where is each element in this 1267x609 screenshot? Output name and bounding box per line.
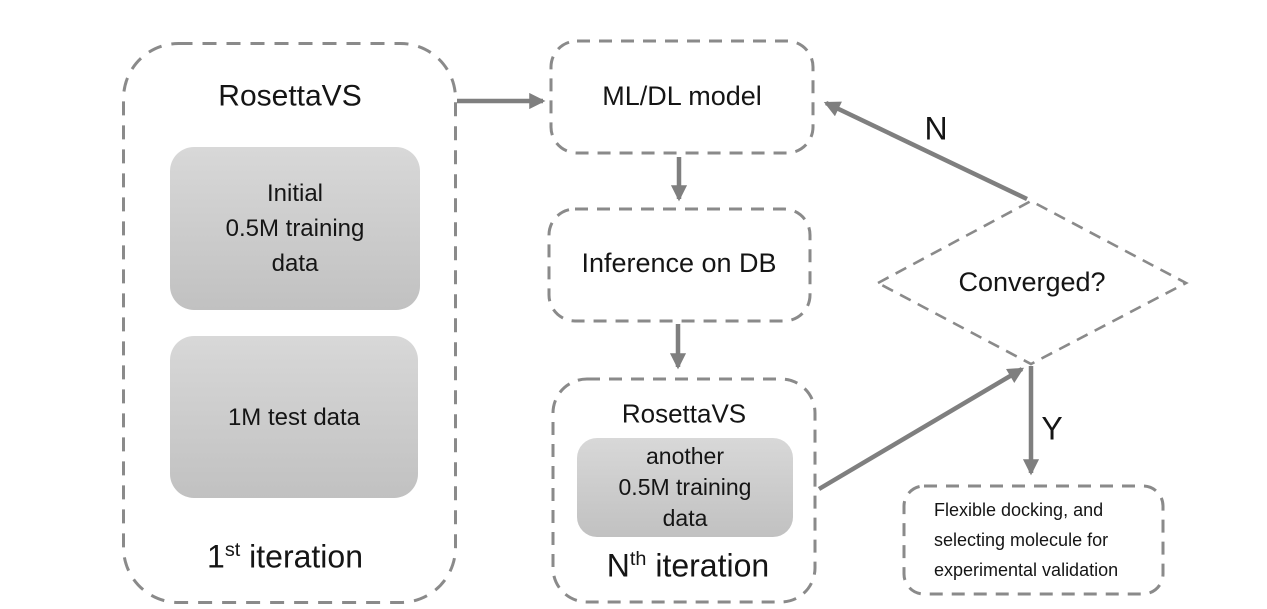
arrow-rosettavs-n-to-converged xyxy=(817,367,1025,491)
iteration1-label-base: 1 xyxy=(207,538,225,575)
final-line2: selecting molecule for xyxy=(934,530,1109,550)
iteration1-title: RosettaVS xyxy=(218,79,362,113)
initial-training-data-box: Initial 0.5M training data xyxy=(170,147,420,310)
iteration1-container-outline xyxy=(122,42,457,604)
iterationN-label-sup: th xyxy=(629,547,647,570)
iteration1-label-rest: iteration xyxy=(240,538,363,575)
test-data-line1: 1M test data xyxy=(227,403,361,431)
iterationN-label: Nth iteration xyxy=(607,548,769,583)
another-training-data-line1: another xyxy=(645,443,724,469)
decision-no-label: N xyxy=(924,110,948,147)
iterationN-label-base: N xyxy=(606,547,630,584)
arrow-converged-no-to-ml-model xyxy=(823,100,1028,202)
iterationN-title: RosettaVS xyxy=(621,398,747,429)
another-training-data-line3: data xyxy=(662,505,708,531)
initial-training-data-line1: Initial xyxy=(266,180,324,207)
final-box: Flexible docking, and selecting molecule… xyxy=(904,486,1163,594)
test-data-box: 1M test data xyxy=(170,336,418,498)
another-training-data-box: another 0.5M training data xyxy=(577,438,793,537)
final-line3: experimental validation xyxy=(934,560,1119,580)
decision-title: Converged? xyxy=(958,267,1106,298)
iteration1-label: 1st iteration xyxy=(207,539,363,574)
iteration1-label-sup: st xyxy=(224,538,241,561)
initial-training-data-line3: data xyxy=(271,250,319,277)
initial-training-data-line2: 0.5M training xyxy=(225,215,365,242)
ml-model-title: ML/DL model xyxy=(602,81,762,112)
iterationN-container-outline xyxy=(551,377,817,604)
decision-diamond-outline xyxy=(875,199,1189,366)
final-line1: Flexible docking, and xyxy=(934,500,1104,520)
inference-title: Inference on DB xyxy=(581,248,777,279)
another-training-data-line2: 0.5M training xyxy=(618,474,752,500)
decision-yes-label: Y xyxy=(1041,410,1063,447)
iterationN-label-rest: iteration xyxy=(646,547,770,584)
